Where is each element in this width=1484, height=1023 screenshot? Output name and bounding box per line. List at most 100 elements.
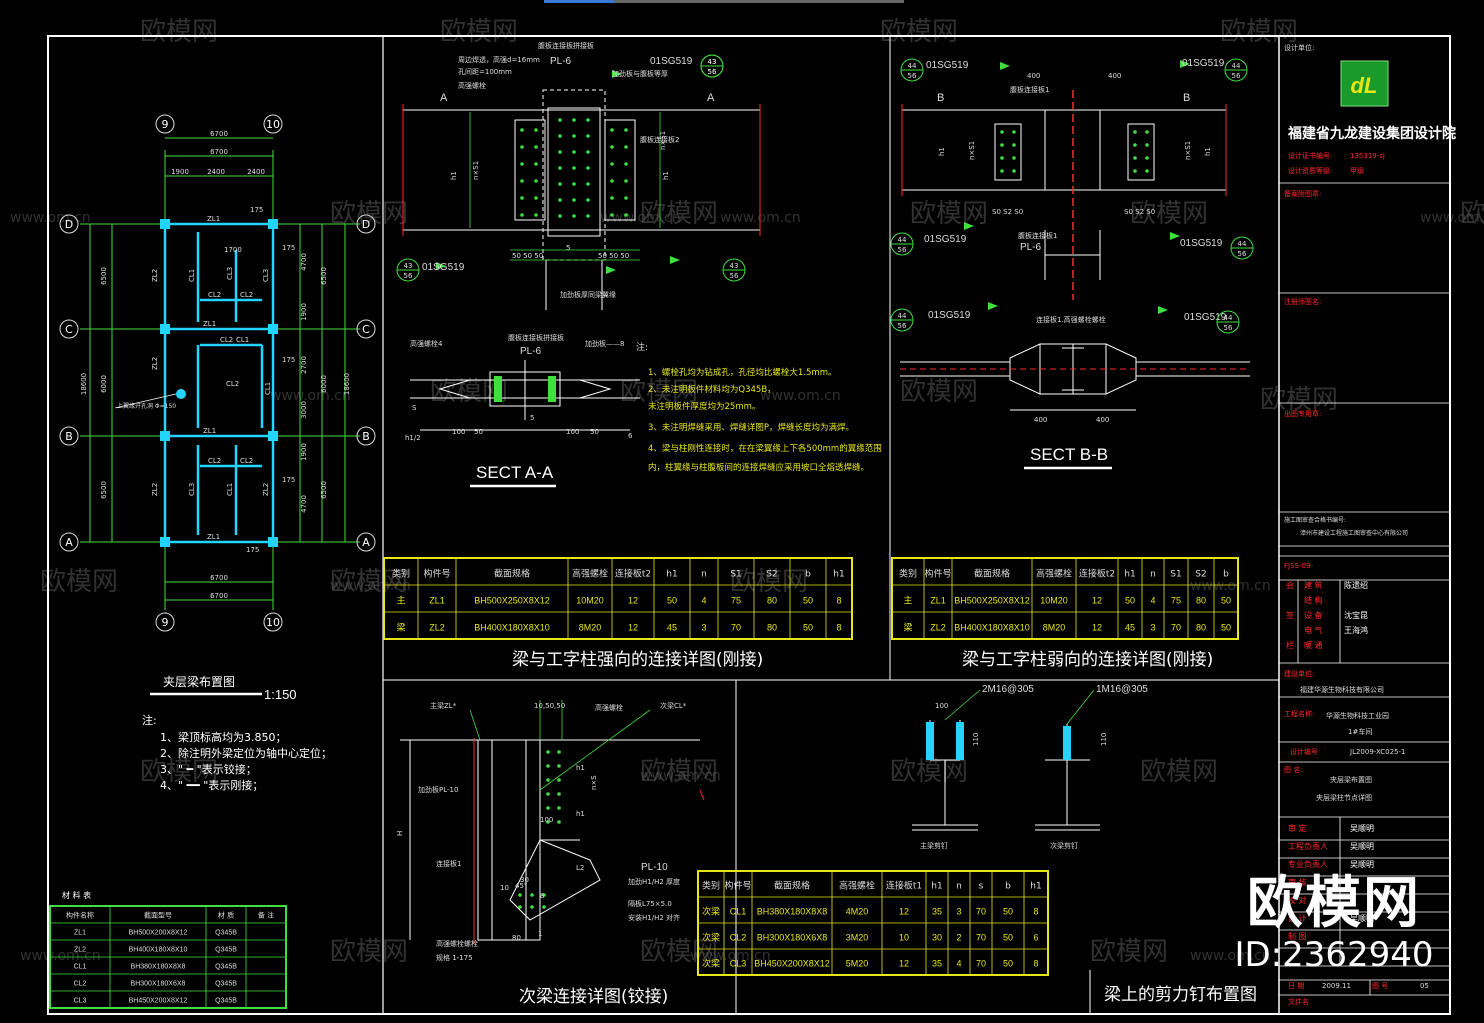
- table-cell: ZL2: [74, 947, 86, 954]
- bolt-mark: [624, 196, 628, 200]
- sa-label-7: 腹板连接板2: [640, 135, 679, 144]
- stud-sub-1: 主梁剪钉: [920, 841, 948, 850]
- sc-ns: n×S: [590, 775, 598, 790]
- bolt-mark: [1012, 143, 1016, 147]
- table-cell: BH380X180X8X8: [131, 964, 186, 971]
- table-cell: 75: [1171, 595, 1181, 605]
- bolt-mark: [1012, 156, 1016, 160]
- axis-label-b2: B: [362, 430, 370, 443]
- watermark-text: 欧模网: [900, 377, 978, 407]
- bolt-mark: [586, 150, 590, 154]
- table-header-cell: 截面规格: [774, 880, 810, 892]
- sc-80: 80: [512, 934, 521, 942]
- table-cell: 8M20: [1043, 622, 1066, 632]
- detail-ref-sheet: 56: [708, 68, 717, 76]
- small-dim-4: 175: [282, 356, 295, 364]
- table-cell: CL1: [730, 907, 747, 917]
- table-header-cell: n: [1150, 569, 1156, 579]
- bolt-mark: [558, 182, 562, 186]
- sc-100: 100: [540, 816, 553, 824]
- table-header-cell: S1: [1170, 569, 1181, 579]
- beam-label-zl2d: ZL2: [262, 483, 270, 496]
- material-table: 构件名称ZL1ZL2CL1CL2CL3截面型号BH500X200X8X12BH4…: [49, 905, 287, 1009]
- table-cell: 10: [899, 933, 909, 943]
- watermark-text: 欧模网: [1460, 199, 1484, 229]
- beam-label-zl1d: ZL1: [207, 533, 220, 541]
- saa-label-12: 5: [530, 414, 534, 422]
- bolt-mark: [557, 750, 561, 754]
- sa-label-3: 高强螺栓: [458, 81, 486, 90]
- table-cell: 梁: [396, 621, 405, 632]
- dim-bottom-2: 6700: [210, 592, 228, 600]
- sb-ref-3: 01SG519: [924, 234, 967, 245]
- sb-s-b: S0 S2 S0: [1124, 208, 1155, 216]
- sect-a-note-4: 3、未注明焊缝采用、焊缝详图P，焊缝长度均为满焊。: [648, 422, 854, 433]
- sa-label-1: 周边焊透，高强d=16mm: [458, 55, 540, 64]
- detail-ref-num: 43: [404, 262, 413, 270]
- table-header-cell: 构件号: [724, 880, 751, 892]
- bolt-mark: [1133, 169, 1137, 173]
- table-header-cell: n: [701, 569, 707, 579]
- viewport-tab-indicator[interactable]: [544, 0, 614, 3]
- table-cell: BH300X180X6X8: [757, 933, 828, 943]
- bolt-mark: [1145, 143, 1149, 147]
- sign-row-group: 签: [1286, 610, 1294, 620]
- dim-right-3: 2700: [300, 356, 308, 374]
- table-cell: 4: [956, 959, 961, 969]
- table-cell: 8M20: [579, 622, 602, 632]
- table-cell: 80: [767, 622, 777, 632]
- beam-label-zl2b: ZL2: [151, 357, 159, 370]
- bolt-mark: [557, 778, 561, 782]
- sa-num-5: 5: [566, 244, 570, 252]
- hole-note: 上翼缘开孔洞 Φ=150: [117, 402, 176, 410]
- sa-s-a: 50 50 50: [512, 252, 543, 260]
- viewport-tab-indicator-2[interactable]: [614, 0, 904, 3]
- saa-label-8: 100: [566, 428, 579, 436]
- sa-ref-2: 01SG519: [422, 262, 465, 273]
- table-cell: ZL2: [930, 622, 946, 632]
- sb-ns-b: n×S1: [1184, 141, 1192, 160]
- sc-8: 8: [540, 892, 544, 900]
- bolt-mark: [518, 893, 522, 897]
- sb-h1-a: h1: [938, 147, 946, 156]
- bolt-mark: [520, 179, 524, 183]
- bolt-mark: [557, 806, 561, 810]
- saa-label-11: 6: [628, 432, 633, 440]
- beam-label-zl1c: ZL1: [203, 427, 216, 435]
- beam-label-zl2a: ZL2: [151, 269, 159, 282]
- sc-label-2: 10,50,50: [534, 702, 565, 710]
- beam-label-cl1b: CL1: [236, 336, 249, 344]
- tb-seal-2: 注册师签名:: [1284, 297, 1321, 306]
- table-header-cell: n: [956, 882, 962, 892]
- bolt-mark: [624, 145, 628, 149]
- bolt-mark: [557, 820, 561, 824]
- tb-grade-value: 甲级: [1350, 166, 1364, 175]
- axis-label-10: 10: [266, 118, 280, 131]
- stud-dim-110b: 110: [1100, 733, 1108, 746]
- bolt-mark: [558, 166, 562, 170]
- sb-plate-b: 腹板连接板1: [1018, 231, 1057, 240]
- sb-ns-a: n×S1: [968, 141, 976, 160]
- table-cell: CL1: [74, 964, 87, 971]
- table-cell: 12: [1092, 595, 1102, 605]
- table-header-cell: S1: [730, 569, 741, 579]
- bolt-mark: [520, 162, 524, 166]
- dim-right-2: 1900: [300, 303, 308, 321]
- tb-review-label: 施工图审查合格书编号:: [1284, 516, 1346, 524]
- watermark-text: 欧模网: [1130, 199, 1208, 229]
- table-cell: BH380X180X8X8: [757, 907, 828, 917]
- bolt-mark: [572, 118, 576, 122]
- table-cell: 35: [932, 959, 942, 969]
- sign-row-role: 设 备: [1304, 610, 1323, 620]
- tb-dwgno-label: 设计编号: [1290, 747, 1318, 756]
- company-logo: dL: [1340, 60, 1389, 107]
- table-cell: 80: [1196, 595, 1206, 605]
- tb-review-value: 漳州市建设工程施工图审查中心有限公司: [1300, 529, 1408, 537]
- detail-ref-num: 44: [1232, 62, 1241, 70]
- sect-a-note-5: 4、梁与柱刚性连接时，在在梁翼缘上下各500mm的翼缘范围: [648, 443, 882, 454]
- table-header-cell: 连接板t2: [615, 567, 651, 579]
- sa-label-6: 加劲板与腹板等厚: [612, 69, 668, 78]
- saa-label-3: PL-6: [520, 346, 542, 357]
- table-header-cell: S2: [766, 569, 777, 579]
- table-cell: 8: [836, 595, 841, 605]
